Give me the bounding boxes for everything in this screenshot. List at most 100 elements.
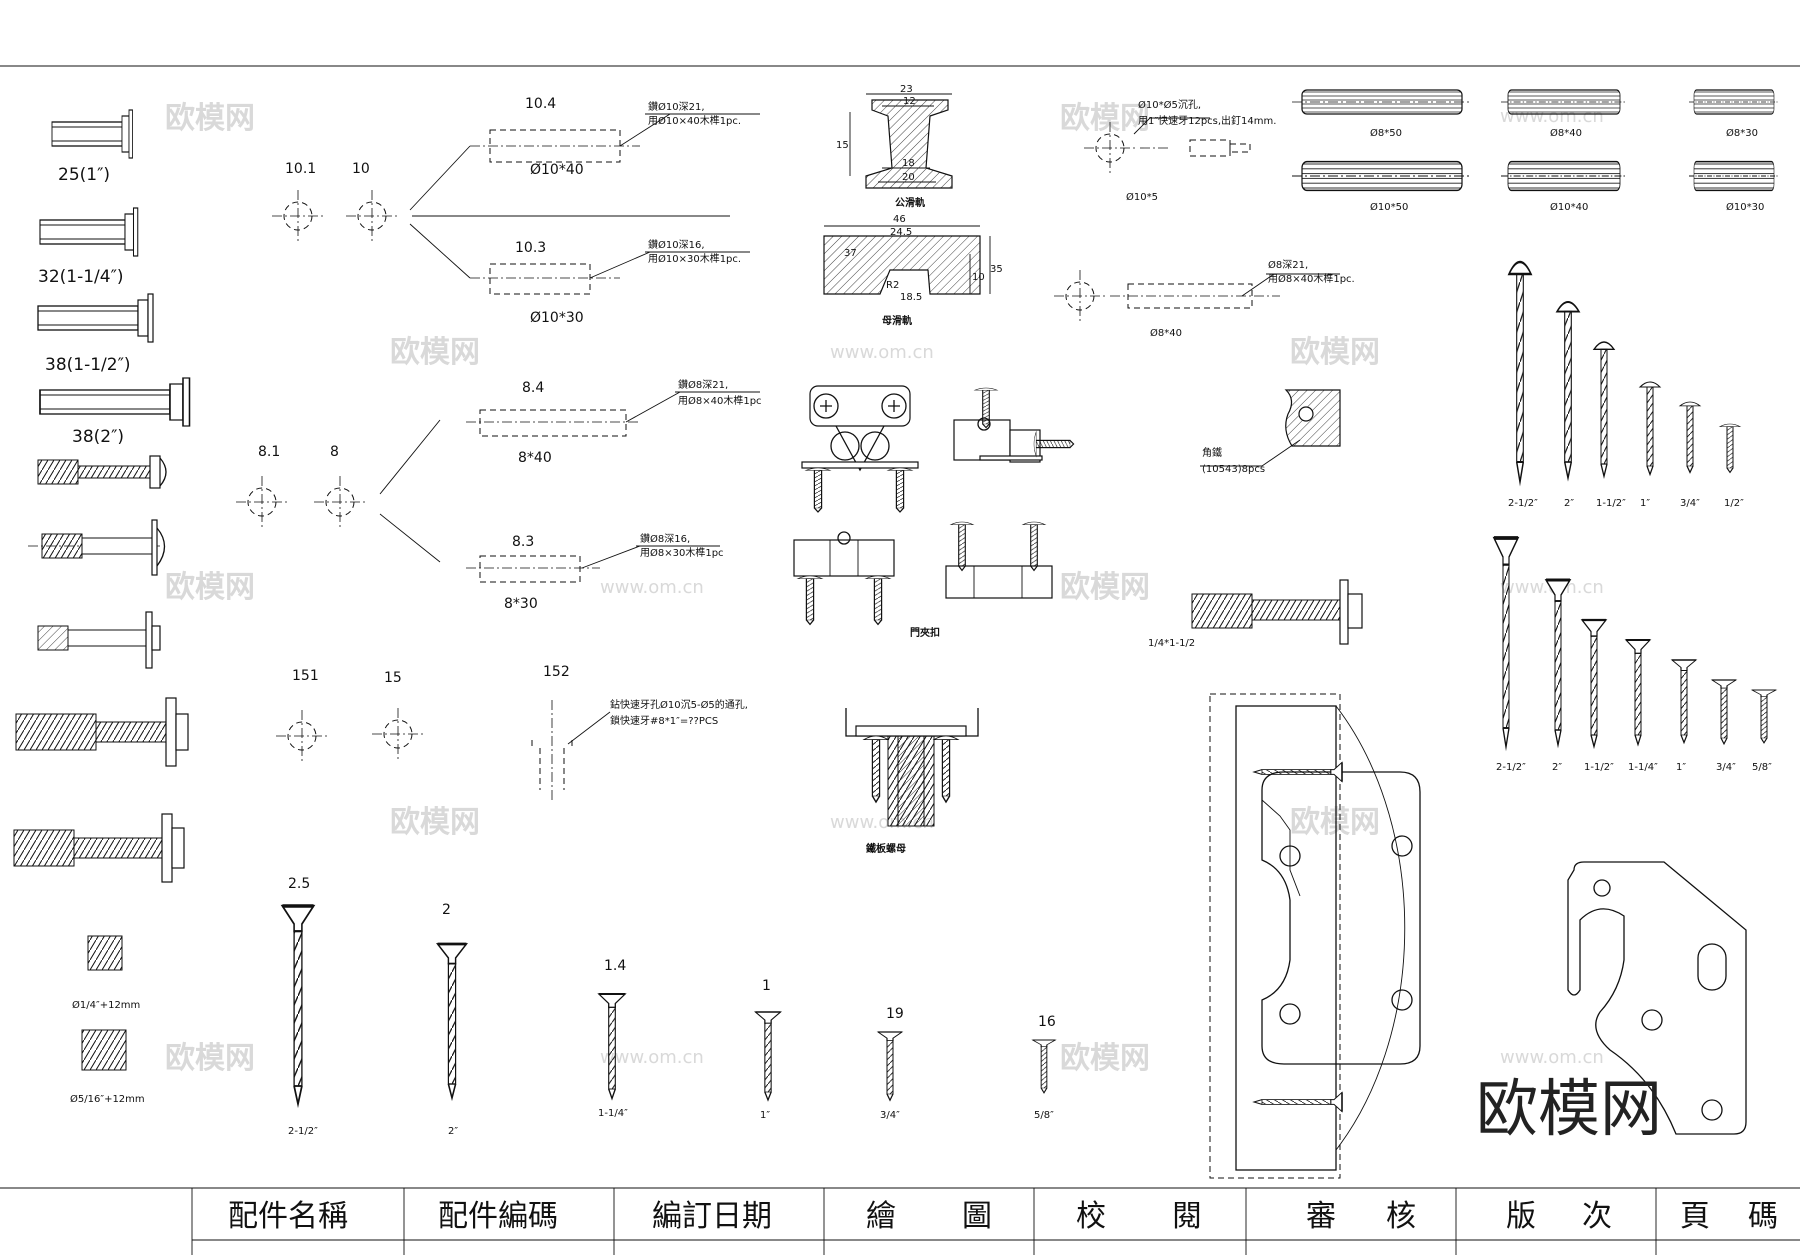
dowel-size: Ø10*30 (530, 310, 584, 326)
dowel-note-8: Ø8深21, 用Ø8×40木榫1pc. Ø8*40 (1053, 259, 1355, 339)
svg-text:Ø10*30: Ø10*30 (1726, 201, 1764, 213)
hole-label: 10.1 (285, 161, 316, 177)
drill-note: 鑽Ø10深16, (648, 238, 705, 251)
insert-1-4: Ø1/4″+12mm (72, 935, 140, 1011)
svg-text:1-1/4″: 1-1/4″ (1628, 762, 1658, 773)
tee-nut: 鐵板螺母 (845, 708, 979, 855)
hole-label: 8 (330, 444, 339, 460)
title-cell-date: 編訂日期 (652, 1199, 772, 1234)
door-catch-group: 門夾扣 (793, 385, 1075, 639)
watermark-url: www.om.cn (830, 342, 934, 363)
screw-size: 2-1/2″ (288, 1126, 318, 1137)
drill-note: 用Ø10×30木榫1pc. (648, 252, 741, 265)
insert-label-1-4: Ø1/4″+12mm (72, 999, 140, 1011)
screw-size: 2″ (448, 1126, 458, 1137)
svg-text:1″: 1″ (1640, 498, 1650, 509)
corner-iron: 角鐵 (10543)8pcs (1200, 389, 1341, 475)
insert-bolt-2 (28, 519, 166, 576)
insert-bolt-3 (37, 611, 161, 669)
drill-note: 鑽Ø8深21, (678, 378, 728, 391)
screw-num: 19 (886, 1006, 904, 1022)
svg-text:2″: 2″ (1564, 498, 1574, 509)
svg-text:1-1/2″: 1-1/2″ (1584, 762, 1614, 773)
title-cell-part-code: 配件編碼 (438, 1199, 558, 1234)
screw-size: 1-1/4″ (598, 1108, 628, 1119)
svg-text:15: 15 (836, 140, 849, 151)
svg-text:24.5: 24.5 (890, 227, 912, 238)
round-head-screws: 2-1/2″ 2″ 1-1/2″ 1″ 3/4″ 1/2″ (1507, 260, 1744, 509)
drill-note: 用Ø10×40木榫1pc. (648, 114, 741, 127)
svg-text:35: 35 (990, 264, 1003, 275)
hole-label: 8.3 (512, 534, 534, 550)
title-cell-drawn: 繪 圖 (866, 1199, 1010, 1234)
corner-iron-qty: (10543)8pcs (1202, 464, 1265, 475)
svg-text:10: 10 (972, 272, 985, 283)
svg-text:46: 46 (893, 214, 906, 225)
watermark: 欧模网 (390, 805, 480, 840)
svg-text:3/4″: 3/4″ (1716, 762, 1736, 773)
svg-text:3/4″: 3/4″ (1680, 498, 1700, 509)
bed-rail-hook (1567, 861, 1747, 1135)
watermark-url: www.om.cn (600, 1047, 704, 1068)
female-rail: 46 24.5 10 35 R2 18.5 37 母滑軌 (823, 214, 1003, 327)
hole-diagram-10: 10.1 10 10.4 Ø10*40 鑽Ø10深21, 用Ø10×40木榫1p… (271, 96, 760, 326)
watermark-url: www.om.cn (1500, 1047, 1604, 1068)
drill-note: 用Ø8×30木榫1pc (640, 546, 724, 559)
corner-iron-label: 角鐵 (1202, 446, 1222, 459)
female-rail-label: 母滑軌 (882, 314, 912, 327)
drill-note: 用Ø8×40木榫1pc (678, 394, 762, 407)
svg-text:2″: 2″ (1552, 762, 1562, 773)
title-cell-checked: 校 閱 (1076, 1199, 1220, 1234)
dowel-note-size: Ø8*40 (1150, 327, 1182, 339)
countersink-text: Ø10*Ø5沉孔, (1138, 98, 1201, 111)
hole-label: 8.4 (522, 380, 544, 396)
hole-label: 8.1 (258, 444, 280, 460)
brand-logo: 欧模网 (1476, 1072, 1662, 1145)
right-bolt: 1/4*1-1/2 (1148, 579, 1363, 649)
title-block: 配件名稱 配件編碼 編訂日期 繪 圖 校 閱 審 核 版 次 頁 碼 (0, 1187, 1800, 1255)
bolt-column: 25(1″) 32(1-1/4″) 38(1-1/2″) 38(2″) (13, 109, 191, 1105)
dowel-size: 8*30 (504, 596, 538, 612)
flat-head-screws: 2-1/2″ 2″ 1-1/2″ 1-1/4″ 1″ 3/4″ 5/8″ (1492, 536, 1777, 773)
right-bolt-label: 1/4*1-1/2 (1148, 638, 1195, 649)
countersink-note: Ø10*Ø5沉孔, 用1″快速牙12pcs,出釘14mm. Ø10*5 (1083, 98, 1276, 203)
svg-text:12: 12 (903, 96, 916, 107)
svg-text:18: 18 (902, 158, 915, 169)
screw-num: 1.4 (604, 958, 626, 974)
hole-label: 15 (384, 670, 402, 686)
hole-label: 10 (352, 161, 370, 177)
svg-text:Ø8*50: Ø8*50 (1370, 127, 1402, 139)
watermark: 欧模网 (1060, 101, 1150, 136)
dowel-note-text: Ø8深21, (1268, 259, 1308, 271)
tee-nut-label: 鐵板螺母 (866, 842, 906, 855)
svg-text:Ø8*40: Ø8*40 (1550, 127, 1582, 139)
screw-num: 1 (762, 978, 771, 994)
insert-bolt-5 (13, 813, 185, 883)
svg-text:2-1/2″: 2-1/2″ (1496, 762, 1526, 773)
insert-bolt-1 (37, 455, 167, 489)
svg-text:Ø10*40: Ø10*40 (1550, 201, 1588, 213)
male-rail-label: 公滑軌 (895, 196, 925, 209)
hole-label: 152 (543, 664, 570, 680)
drill-note: 鑽Ø10深21, (648, 100, 705, 113)
hole-diagram-15: 151 15 152 鉆快速牙孔Ø10沉5-Ø5的通孔, 鎖快速牙#8*1″=?… (275, 664, 748, 800)
watermark: 欧模网 (1060, 570, 1150, 605)
hole-label: 10.3 (515, 240, 546, 256)
svg-text:Ø10*50: Ø10*50 (1370, 201, 1408, 213)
drill-note: 鎖快速牙#8*1″=??PCS (610, 714, 718, 727)
bolt-label-38b: 38(2″) (72, 427, 124, 447)
bed-rail-bracket (1209, 693, 1421, 1179)
svg-text:37: 37 (844, 248, 857, 259)
hole-diagram-8: 8.1 8 8.4 8*40 鑽Ø8深21, 用Ø8×40木榫1pc 8.3 8… (235, 378, 762, 612)
screw-size: 3/4″ (880, 1110, 900, 1121)
screw-size: 1″ (760, 1110, 770, 1121)
svg-text:Ø8*30: Ø8*30 (1726, 127, 1758, 139)
watermark: 欧模网 (1060, 1041, 1150, 1076)
dowel-size: Ø10*40 (530, 162, 584, 178)
bolt-32 (39, 207, 139, 257)
svg-text:1/2″: 1/2″ (1724, 498, 1744, 509)
bottom-screw-row: 2.5 2-1/2″ 2 2″ 1.4 1-1/4″ 1 1″ 19 3/4″ … (280, 876, 1057, 1137)
male-rail: 23 12 15 18 20 公滑軌 (836, 84, 953, 209)
screw-num: 2 (442, 902, 451, 918)
